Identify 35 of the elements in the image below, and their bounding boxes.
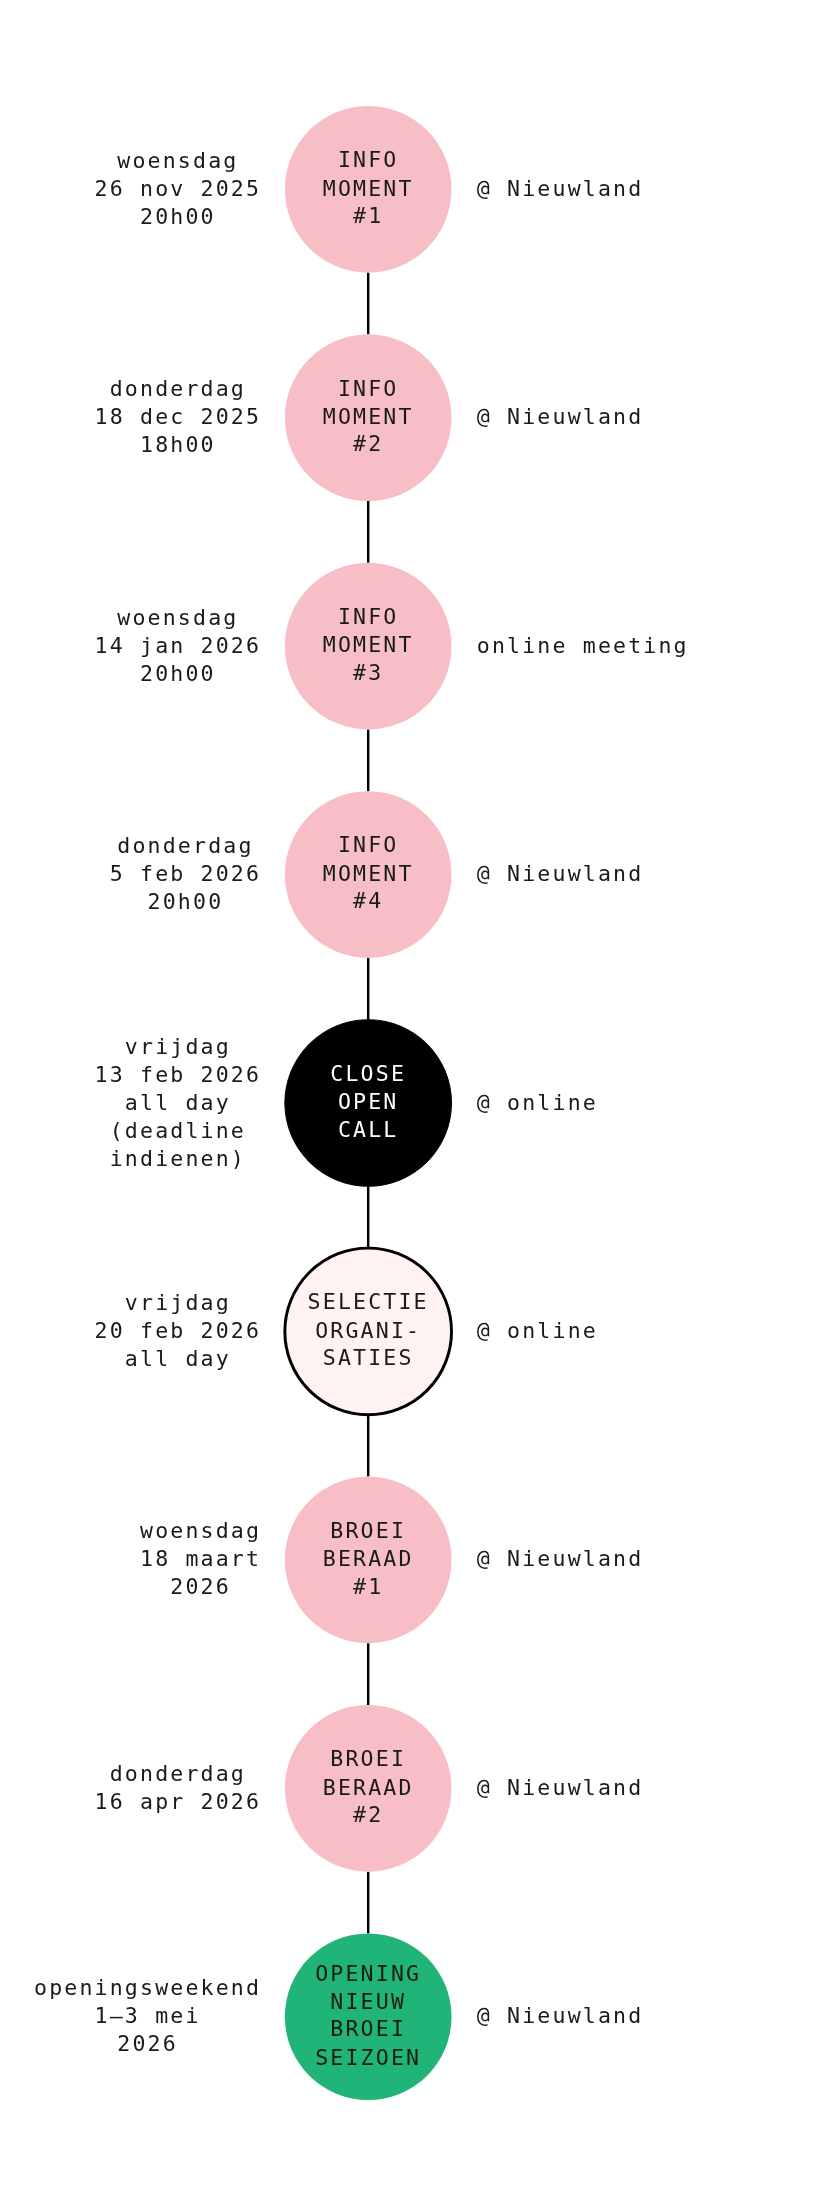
date-text: vrijdag 13 feb 2026 all day (deadline indienen) [94, 1032, 262, 1173]
location-text: @ Nieuwland [476, 860, 644, 888]
node-circle: INFO MOMENT #3 [284, 562, 452, 729]
connector [366, 957, 370, 1020]
node-circle: INFO MOMENT #2 [284, 333, 452, 501]
date-text: donderdag 5 feb 2026 20h00 [109, 832, 262, 917]
connector [366, 272, 370, 334]
connector [366, 1185, 370, 1248]
node-circle: BROEI BERAAD #1 [284, 1476, 452, 1643]
node-circle: CLOSE OPEN CALL [284, 1018, 452, 1187]
connector [366, 1642, 370, 1705]
connector [366, 1414, 370, 1477]
location-text: @ Nieuwland [476, 2002, 644, 2031]
node-circle: INFO MOMENT #1 [284, 105, 452, 273]
date-text: donderdag 18 dec 2025 18h00 [94, 375, 262, 460]
date-text: openingsweekend 1–3 mei 2026 [34, 1974, 262, 2059]
location-text: @ online [476, 1316, 598, 1345]
location-text: @ Nieuwland [476, 1773, 644, 1802]
location-text: online meeting [476, 631, 689, 660]
connector [366, 1871, 370, 1933]
location-text: @ Nieuwland [476, 1545, 644, 1574]
connector [366, 728, 370, 791]
location-text: @ online [476, 1088, 598, 1117]
location-text: @ Nieuwland [476, 174, 644, 203]
location-text: @ Nieuwland [476, 403, 644, 432]
date-text: vrijdag 20 feb 2026 all day [94, 1288, 262, 1373]
node-circle: OPENING NIEUW BROEI SEIZOEN [284, 1932, 452, 2100]
node-circle: BROEI BERAAD #2 [284, 1704, 452, 1872]
date-text: woensdag 26 nov 2025 20h00 [94, 146, 262, 231]
date-text: donderdag 16 apr 2026 [94, 1759, 262, 1816]
date-text: woensdag 18 maart 2026 [140, 1517, 262, 1602]
node-circle: SELECTIE ORGANI- SATIES [283, 1246, 453, 1416]
date-text: woensdag 14 jan 2026 20h00 [94, 603, 262, 688]
node-circle: INFO MOMENT #4 [284, 790, 452, 958]
connector [366, 500, 370, 563]
